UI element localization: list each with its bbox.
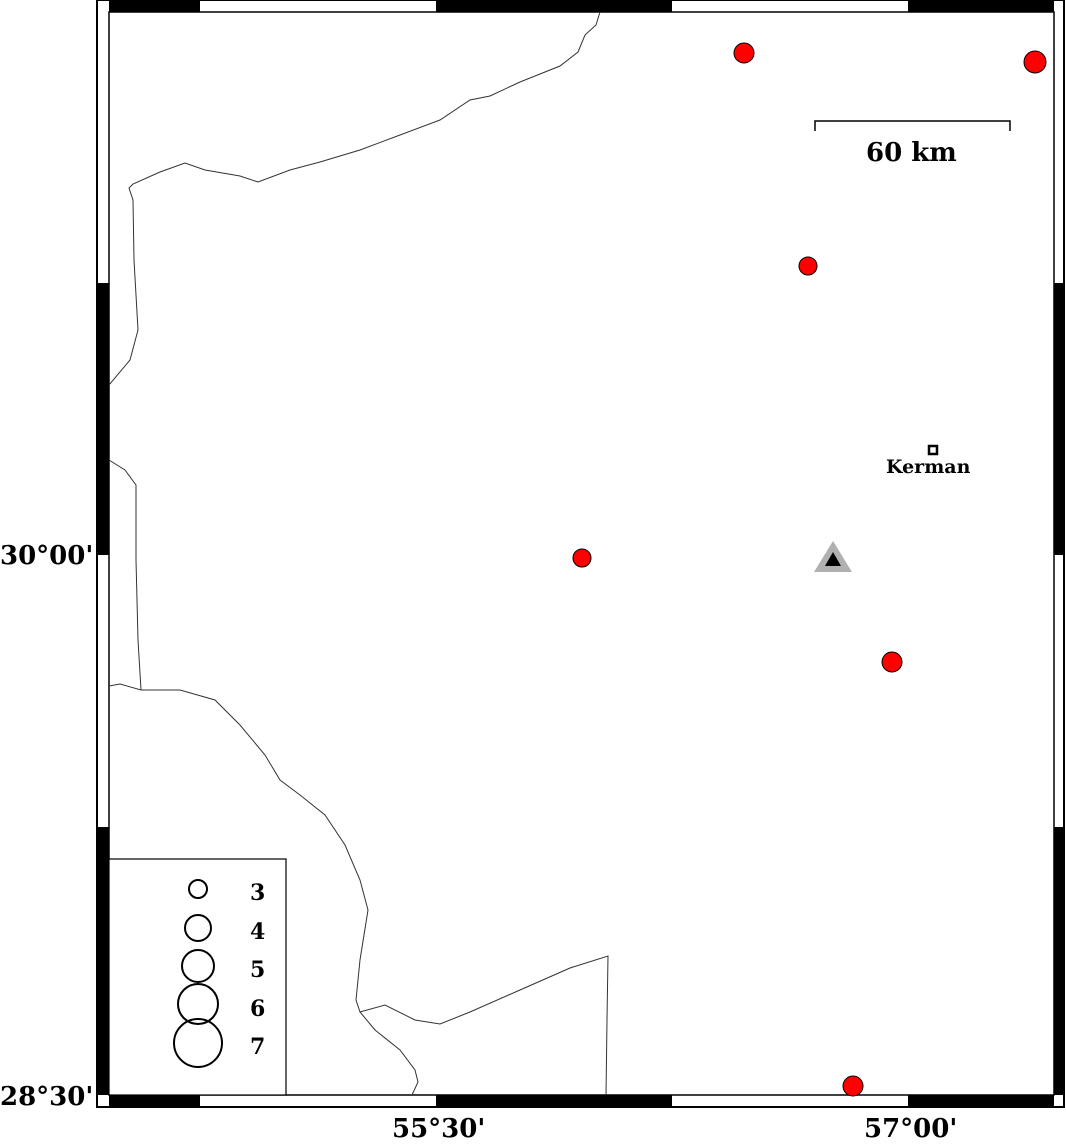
legend-label: 7 [250,1034,266,1060]
coastline [108,11,609,1096]
x-axis-label: 55°30' [392,1114,486,1144]
legend-circle-7 [173,1018,223,1068]
earthquake-events [572,42,1047,1097]
legend-circle-3 [188,879,208,899]
frame-ticks [98,1,1064,1106]
y-axis-label: 28°30' [0,1082,94,1112]
legend-label: 5 [250,957,266,983]
legend-label: 3 [250,880,266,906]
legend-label: 4 [250,918,266,945]
legend-circle-5 [181,949,215,983]
x-axis-label: 57°00' [864,1114,958,1144]
event-marker[interactable] [1023,50,1047,74]
event-marker[interactable] [842,1075,864,1097]
event-marker[interactable] [733,42,755,64]
legend-circle-6 [177,983,219,1025]
legend-labels: 3 4 5 6 7 [250,874,265,1067]
event-marker[interactable] [798,256,818,276]
station-icon[interactable] [814,541,852,572]
city-label: Kerman [886,456,971,478]
event-marker[interactable] [881,651,903,673]
legend-label: 6 [250,995,266,1022]
city-kerman [927,444,939,456]
magnitude-legend [108,858,287,1096]
legend-circle-4 [184,914,212,942]
scale-bar-label: 60 km [866,138,957,168]
city-square-icon [927,444,939,456]
y-axis-label: 30°00' [0,541,94,571]
scale-bar [814,120,1011,131]
event-marker[interactable] [572,548,592,568]
